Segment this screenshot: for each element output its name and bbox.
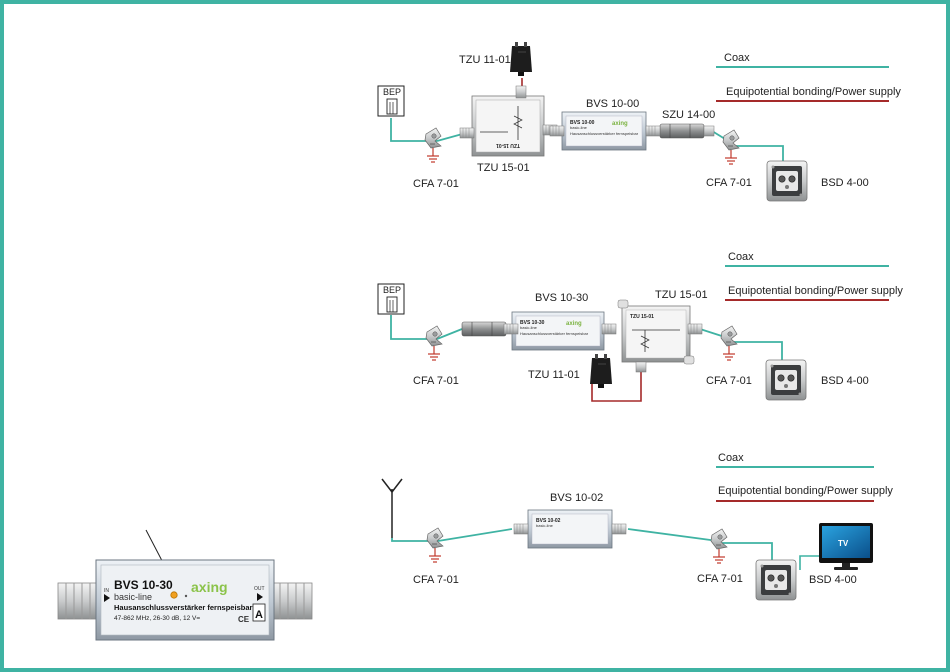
power-supply-icon xyxy=(589,353,613,389)
wall-socket-icon xyxy=(765,359,807,401)
clamp-label-left: CFA 7-01 xyxy=(413,178,459,190)
ground-clamp-icon xyxy=(722,129,740,165)
coax-cable xyxy=(391,538,438,542)
axing-logo: axing xyxy=(612,121,628,127)
amplifier-device: BVS 10-30 basic-line Hausanschlussverstä… xyxy=(511,311,605,351)
clamp-label-right: CFA 7-01 xyxy=(697,573,743,585)
legend-coax-label: Coax xyxy=(718,452,744,464)
coax-cable xyxy=(390,118,437,142)
legend-1: Coax Equipotential bonding/Power supply xyxy=(716,52,901,102)
amplifier-print-model: BVS 10-00 xyxy=(570,120,595,126)
socket-label: BSD 4-00 xyxy=(821,375,869,387)
coax-cable xyxy=(390,315,437,340)
amplifier-label: BVS 10-02 xyxy=(550,492,603,504)
amplifier-device: BVS 10-00 basic-line Hausanschlussverstä… xyxy=(561,111,647,151)
bep-label: BEP xyxy=(383,87,401,97)
f-connector-icon xyxy=(271,582,313,620)
coax-cable xyxy=(437,528,513,542)
amplifier-print-line: basic-line xyxy=(570,125,588,130)
product-closeup: IN OUT BVS 10-30 basic-line axing Hausan… xyxy=(57,529,313,641)
ground-clamp-icon xyxy=(425,325,443,361)
psu-label: TZU 11-01 xyxy=(528,369,580,381)
closeup-model: BVS 10-30 xyxy=(114,578,173,592)
adapter-device xyxy=(659,123,715,139)
amplifier-print-desc: Hausanschlussverstärker fernspeisbar xyxy=(520,331,589,336)
f-connector-icon xyxy=(459,127,475,139)
screw-icon xyxy=(184,594,188,598)
diagram-1: BEP TZU 11-01 TZU 15-01 TZU 15-01 BVS 10… xyxy=(377,41,869,202)
closeup-description: Hausanschlussverstärker fernspeisbar xyxy=(114,603,252,612)
adapter-device xyxy=(461,321,507,337)
legend-coax-label: Coax xyxy=(724,52,750,64)
clamp-label-right: CFA 7-01 xyxy=(706,375,752,387)
ground-clamp-icon xyxy=(426,527,444,563)
clamp-label-left: CFA 7-01 xyxy=(413,375,459,387)
arrow-out-icon xyxy=(257,593,263,601)
f-connector-icon xyxy=(549,125,565,137)
injector-print: TZU 15-01 xyxy=(496,142,520,148)
arrow-in-icon xyxy=(104,594,110,602)
injector-label: TZU 15-01 xyxy=(655,289,708,301)
coax-cable xyxy=(722,542,773,565)
closeup-specs: 47-862 MHz, 26-30 dB, 12 V= xyxy=(114,615,200,622)
injector-label: TZU 15-01 xyxy=(477,162,530,174)
injector-device: TZU 15-01 xyxy=(471,85,545,157)
antenna-icon xyxy=(381,478,403,538)
tv-icon: TV xyxy=(819,523,873,570)
coax-cable xyxy=(436,328,463,340)
f-connector-icon xyxy=(611,523,627,535)
clamp-label-right: CFA 7-01 xyxy=(706,177,752,189)
f-connector-icon xyxy=(601,323,617,335)
adapter-label: SZU 14-00 xyxy=(662,109,715,121)
f-connector-icon xyxy=(503,323,519,335)
axing-logo: axing xyxy=(566,321,582,327)
legend-power-label: Equipotential bonding/Power supply xyxy=(718,485,893,497)
diagram-3: BVS 10-02 basic-line BVS 10-02 CFA 7-01 … xyxy=(381,478,873,601)
legend-power-label: Equipotential bonding/Power supply xyxy=(728,285,903,297)
legend-3: Coax Equipotential bonding/Power supply xyxy=(716,452,893,502)
f-connector-icon xyxy=(513,523,529,535)
class-badge xyxy=(252,603,266,622)
wall-socket-icon xyxy=(755,559,797,601)
ce-mark: CE xyxy=(238,615,250,624)
ground-clamp-icon xyxy=(720,325,738,361)
tv-screen-label: TV xyxy=(838,539,849,548)
amplifier-label: BVS 10-30 xyxy=(535,292,588,304)
in-label: IN xyxy=(104,588,109,594)
ground-clamp-icon xyxy=(424,127,442,163)
f-connector-icon xyxy=(645,125,661,137)
amplifier-print-line: basic-line xyxy=(520,325,538,330)
amplifier-label: BVS 10-00 xyxy=(586,98,639,110)
psu-label: TZU 11-01 xyxy=(459,54,511,66)
amplifier-print-model: BVS 10-02 xyxy=(536,518,561,524)
socket-label: BSD 4-00 xyxy=(821,177,869,189)
axing-logo: axing xyxy=(191,579,228,595)
legend-coax-label: Coax xyxy=(728,251,754,263)
closeup-line: basic-line xyxy=(114,592,152,602)
amplifier-print-desc: Hausanschlussverstärker fernspeisbar xyxy=(570,131,639,136)
bep-label: BEP xyxy=(383,285,401,295)
socket-label: BSD 4-00 xyxy=(809,574,857,586)
ground-clamp-icon xyxy=(710,528,728,564)
coax-cable xyxy=(627,528,719,542)
clamp-label-left: CFA 7-01 xyxy=(413,574,459,586)
legend-power-label: Equipotential bonding/Power supply xyxy=(726,86,901,98)
f-connector-icon xyxy=(57,582,99,620)
f-connector-icon xyxy=(687,323,703,335)
status-led-icon xyxy=(170,591,178,599)
diagram-2: BEP BVS 10-30 basic-line Hausanschlussve… xyxy=(377,283,869,402)
amplifier-device: BVS 10-02 basic-line xyxy=(527,509,613,549)
amplifier-print-line: basic-line xyxy=(536,523,554,528)
legend-2: Coax Equipotential bonding/Power supply xyxy=(725,251,903,301)
injector-device: TZU 15-01 xyxy=(617,299,695,373)
power-supply-icon xyxy=(509,41,533,77)
amplifier-print-model: BVS 10-30 xyxy=(520,320,545,326)
out-label: OUT xyxy=(254,586,265,592)
class-letter: A xyxy=(255,609,263,621)
injector-print: TZU 15-01 xyxy=(630,314,654,320)
wall-socket-icon xyxy=(766,160,808,202)
coax-cable xyxy=(732,341,783,368)
